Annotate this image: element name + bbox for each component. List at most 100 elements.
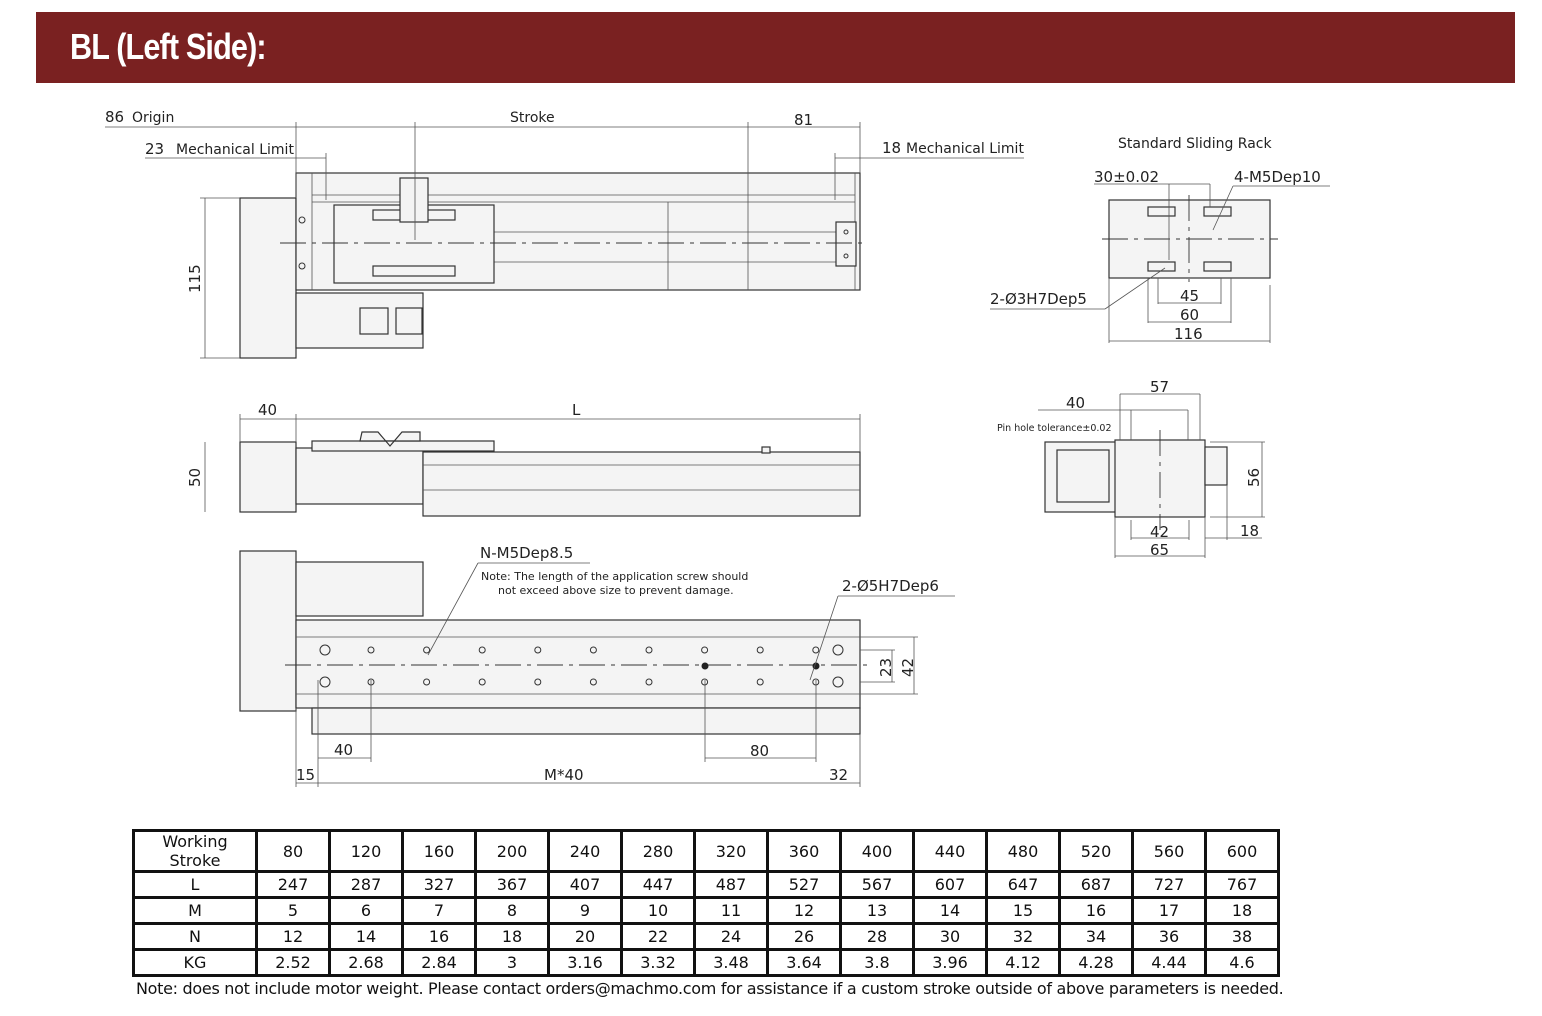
table-cell: 7 <box>401 896 477 925</box>
table-cell: 14 <box>912 896 988 925</box>
table-cell: 36 <box>1131 922 1207 951</box>
mech-limit-left-value: 23 <box>145 140 164 158</box>
table-cell: 647 <box>985 870 1061 899</box>
section-header: BL (Left Side): <box>36 12 1515 83</box>
table-cell: 200 <box>474 829 550 873</box>
table-cell: 767 <box>1204 870 1280 899</box>
table-cell: 600 <box>1204 829 1280 873</box>
mount-hole <box>478 678 486 686</box>
table-cell: 18 <box>1204 896 1280 925</box>
table-cell: 2.52 <box>255 948 331 977</box>
rack-pin-label: 2-Ø3H7Dep5 <box>990 290 1087 308</box>
mount-hole <box>423 646 431 654</box>
row-header: KG <box>132 948 258 977</box>
table-cell: 280 <box>620 829 696 873</box>
mount-hole <box>589 678 597 686</box>
dim-m40: M*40 <box>544 766 584 784</box>
side-height-dim: 50 <box>186 468 204 487</box>
table-cell: 400 <box>839 829 915 873</box>
table-cell: 34 <box>1058 922 1134 951</box>
table-cell: 14 <box>328 922 404 951</box>
table-cell: 2.84 <box>401 948 477 977</box>
stroke-label: Stroke <box>510 110 555 126</box>
rack-dim-30: 30±0.02 <box>1094 168 1159 186</box>
origin-value: 86 <box>105 108 124 126</box>
table-cell: 287 <box>328 870 404 899</box>
end-dim-57: 57 <box>1150 378 1169 396</box>
rack-dim-116: 116 <box>1174 325 1203 343</box>
table-cell: 480 <box>985 829 1061 873</box>
table-cell: 20 <box>547 922 623 951</box>
table-cell: 4.28 <box>1058 948 1134 977</box>
screw-label: N-M5Dep8.5 <box>480 544 573 562</box>
table-cell: 38 <box>1204 922 1280 951</box>
mount-hole <box>756 646 764 654</box>
mount-hole <box>534 646 542 654</box>
mount-hole <box>645 678 653 686</box>
table-cell: 16 <box>1058 896 1134 925</box>
table-cell: 4.12 <box>985 948 1061 977</box>
table-cell: 3.16 <box>547 948 623 977</box>
table-cell: 3 <box>474 948 550 977</box>
mount-hole <box>756 678 764 686</box>
end-view: 57 40 Pin hole tolerance±0.02 56 42 65 1… <box>997 378 1265 559</box>
table-cell: 5 <box>255 896 331 925</box>
table-cell: 11 <box>693 896 769 925</box>
mech-limit-left-label: Mechanical Limit <box>176 142 294 158</box>
table-cell: 487 <box>693 870 769 899</box>
top-view: 86 Origin 23 Mechanical Limit Stroke 81 … <box>105 108 1024 359</box>
rack-dim-60: 60 <box>1180 306 1199 324</box>
table-cell: 687 <box>1058 870 1134 899</box>
mount-hole <box>478 646 486 654</box>
table-cell: 360 <box>766 829 842 873</box>
side-left-dim: 40 <box>258 401 277 419</box>
table-cell: 247 <box>255 870 331 899</box>
mount-hole <box>645 646 653 654</box>
side-view: 40 L 50 <box>186 401 861 517</box>
table-cell: 607 <box>912 870 988 899</box>
table-cell: 80 <box>255 829 331 873</box>
mech-limit-right-value: 18 <box>882 139 901 157</box>
table-cell: 4.44 <box>1131 948 1207 977</box>
table-cell: 3.48 <box>693 948 769 977</box>
table-cell: 6 <box>328 896 404 925</box>
dim-80: 80 <box>750 742 769 760</box>
table-cell: 527 <box>766 870 842 899</box>
table-cell: 407 <box>547 870 623 899</box>
table-cell: 28 <box>839 922 915 951</box>
dim-32: 32 <box>829 766 848 784</box>
height-dim: 115 <box>186 264 204 293</box>
table-cell: 727 <box>1131 870 1207 899</box>
dim-15: 15 <box>296 766 315 784</box>
table-cell: 320 <box>693 829 769 873</box>
length-label: L <box>572 401 581 419</box>
table-cell: 26 <box>766 922 842 951</box>
motor-block <box>239 197 297 359</box>
rack-thread-label: 4-M5Dep10 <box>1234 168 1321 186</box>
table-cell: 2.68 <box>328 948 404 977</box>
table-cell: 240 <box>547 829 623 873</box>
screw-note-line1: Note: The length of the application scre… <box>481 570 748 583</box>
table-cell: 17 <box>1131 896 1207 925</box>
end-dim-42: 42 <box>1150 523 1169 541</box>
table-cell: 160 <box>401 829 477 873</box>
row-header: Working Stroke <box>132 829 258 873</box>
table-cell: 30 <box>912 922 988 951</box>
end-dim-18: 18 <box>1240 522 1259 540</box>
table-cell: 22 <box>620 922 696 951</box>
table-cell: 567 <box>839 870 915 899</box>
mech-limit-right-label: Mechanical Limit <box>906 141 1024 157</box>
footer-note: Note: does not include motor weight. Ple… <box>136 979 1284 998</box>
table-cell: 327 <box>401 870 477 899</box>
table-cell: 13 <box>839 896 915 925</box>
table-cell: 447 <box>620 870 696 899</box>
table-cell: 560 <box>1131 829 1207 873</box>
end-dim-56: 56 <box>1245 468 1263 487</box>
row-header: M <box>132 896 258 925</box>
table-cell: 9 <box>547 896 623 925</box>
